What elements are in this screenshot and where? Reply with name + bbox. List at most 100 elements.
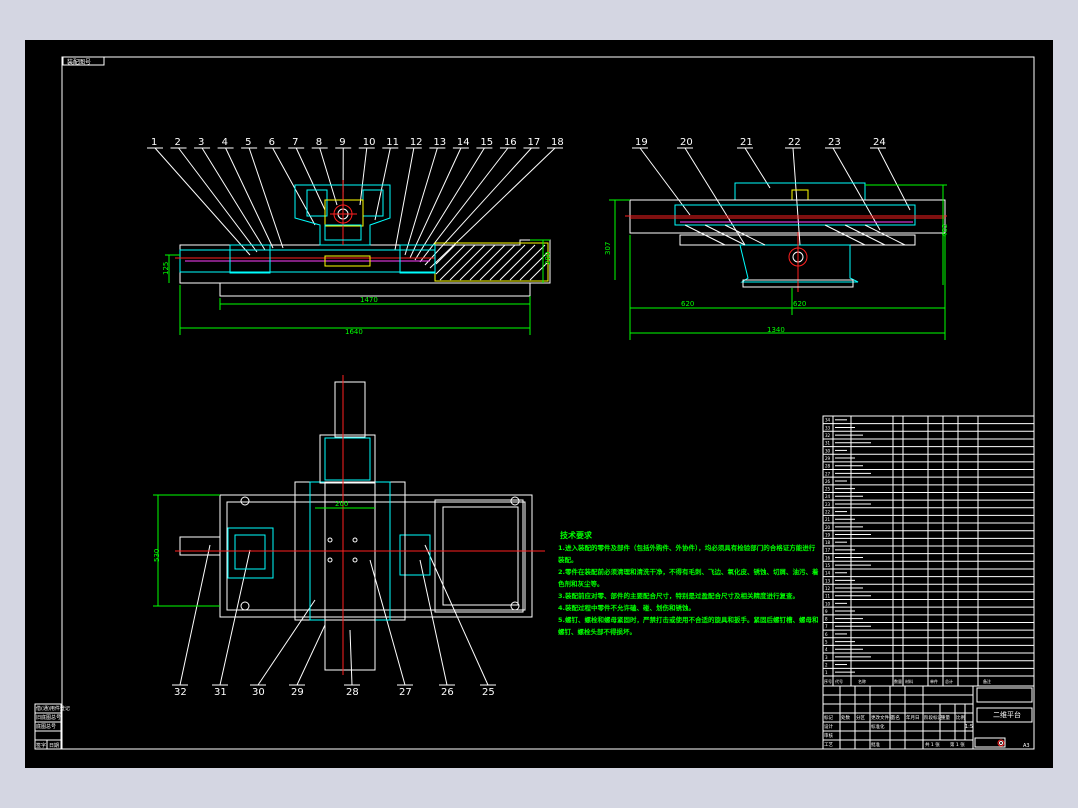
callout-label: 19 bbox=[635, 137, 648, 148]
drawing-sheet: 装配图号 借(通)用件登记 旧底图总号 底图总号 签字 日期 bbox=[25, 40, 1053, 768]
parts-row-number: 26 bbox=[825, 479, 831, 484]
parts-header: 单件 bbox=[930, 678, 938, 684]
callout-label: 25 bbox=[482, 687, 495, 698]
callout-label: 2 bbox=[175, 137, 181, 148]
parts-row-number: 6 bbox=[825, 632, 828, 637]
callout-label: 10 bbox=[363, 137, 376, 148]
title-block-label: 分区 bbox=[856, 714, 865, 721]
callout-label: 24 bbox=[873, 137, 886, 148]
callout-label: 23 bbox=[828, 137, 841, 148]
callout-label: 18 bbox=[551, 137, 564, 148]
title-block-label: 更改文件号 bbox=[871, 714, 894, 721]
parts-row-number: 7 bbox=[825, 624, 828, 629]
svg-text:1340: 1340 bbox=[767, 326, 785, 334]
callout-label: 28 bbox=[346, 687, 359, 698]
parts-row-number: 15 bbox=[825, 563, 831, 568]
technical-requirements: 技术要求 1.进入装配的零件及部件（包括外购件、外协件），均必须具有检验部门的合… bbox=[558, 530, 819, 636]
parts-row-number: 10 bbox=[825, 601, 831, 606]
title-block-label: 标记 bbox=[824, 714, 833, 721]
title-block: 二维平台 标记处数分区更改文件号签名年月日设计标准化阶段标记重量比例审核工艺批准… bbox=[822, 685, 1035, 750]
parts-row-number: 21 bbox=[825, 517, 831, 522]
parts-row-number: 13 bbox=[825, 578, 831, 583]
svg-text:200: 200 bbox=[544, 252, 552, 265]
callout-label: 4 bbox=[222, 137, 228, 148]
svg-text:A3: A3 bbox=[1023, 743, 1030, 749]
title-block-label: 设计 bbox=[824, 723, 833, 730]
parts-row-number: 19 bbox=[825, 532, 831, 537]
svg-text:日期: 日期 bbox=[49, 743, 59, 749]
svg-text:二维平台: 二维平台 bbox=[993, 710, 1021, 719]
title-block-label: 签名 bbox=[891, 714, 900, 721]
parts-row-number: 16 bbox=[825, 555, 831, 560]
title-block-label: 标准化 bbox=[871, 723, 885, 730]
svg-text:1470: 1470 bbox=[360, 296, 378, 304]
parts-row-number: 5 bbox=[825, 640, 828, 645]
title-block-label: 处数 bbox=[841, 714, 850, 721]
parts-row-number: 25 bbox=[825, 487, 831, 492]
parts-row-number: 30 bbox=[825, 448, 831, 453]
svg-text:底图总号: 底图总号 bbox=[36, 723, 56, 730]
title-block-label: 共 1 张 bbox=[925, 741, 940, 748]
svg-text:530: 530 bbox=[153, 549, 161, 562]
parts-row-number: 17 bbox=[825, 548, 831, 553]
title-block-label: 年月日 bbox=[906, 714, 920, 721]
callout-label: 16 bbox=[504, 137, 517, 148]
callout-label: 7 bbox=[292, 137, 298, 148]
callout-label: 29 bbox=[291, 687, 304, 698]
svg-text:307: 307 bbox=[604, 242, 612, 255]
svg-text:620: 620 bbox=[681, 300, 694, 308]
callout-label: 12 bbox=[410, 137, 423, 148]
tech-note: 1.进入装配的零件及部件（包括外购件、外协件），均必须具有检验部门的合格证方能进… bbox=[558, 544, 816, 564]
parts-row-number: 1 bbox=[825, 670, 828, 675]
parts-row-number: 20 bbox=[825, 525, 831, 530]
title-block-label: 第 1 张 bbox=[950, 741, 965, 748]
tech-note: 4.装配过程中零件不允许磕、碰、划伤和锈蚀。 bbox=[558, 604, 695, 612]
parts-row-number: 33 bbox=[825, 425, 831, 430]
parts-row-number: 18 bbox=[825, 540, 831, 545]
corner-tag: 装配图号 bbox=[67, 58, 91, 66]
parts-header: 备注 bbox=[983, 678, 991, 684]
parts-row-number: 27 bbox=[825, 471, 831, 476]
parts-row-number: 29 bbox=[825, 456, 831, 461]
callout-label: 21 bbox=[740, 137, 753, 148]
title-block-label: 阶段标记 bbox=[924, 714, 942, 721]
callout-label: 1 bbox=[151, 137, 157, 148]
callout-label: 14 bbox=[457, 137, 470, 148]
title-block-label: 审核 bbox=[824, 732, 833, 739]
svg-text:125: 125 bbox=[162, 262, 170, 275]
callout-label: 3 bbox=[198, 137, 204, 148]
parts-row-number: 14 bbox=[825, 571, 831, 576]
parts-row-number: 34 bbox=[825, 418, 831, 423]
svg-text:技术要求: 技术要求 bbox=[560, 530, 593, 540]
callout-label: 17 bbox=[527, 137, 540, 148]
parts-row-number: 3 bbox=[825, 655, 828, 660]
callout-label: 20 bbox=[680, 137, 693, 148]
callout-label: 22 bbox=[788, 137, 801, 148]
title-block-label: 比例 bbox=[956, 714, 965, 721]
tech-note: 3.装配前应对零、部件的主要配合尺寸，特别是过盈配合尺寸及相关精度进行复查。 bbox=[558, 592, 799, 600]
parts-row-number: 28 bbox=[825, 464, 831, 469]
parts-row-number: 22 bbox=[825, 510, 831, 515]
callout-label: 32 bbox=[174, 687, 187, 698]
callout-label: 31 bbox=[214, 687, 227, 698]
parts-row-number: 8 bbox=[825, 617, 828, 622]
parts-row-number: 31 bbox=[825, 441, 831, 446]
svg-text:签字: 签字 bbox=[36, 742, 46, 749]
drawing-frame bbox=[61, 56, 1035, 750]
tech-note: 2.零件在装配前必须清理和清洗干净，不得有毛刺、飞边、氧化皮、锈蚀、切屑、油污、… bbox=[558, 568, 819, 588]
parts-row-number: 32 bbox=[825, 433, 831, 438]
svg-text:620: 620 bbox=[793, 300, 806, 308]
parts-row-number: 4 bbox=[825, 647, 828, 652]
left-binding-strip: 借(通)用件登记 旧底图总号 底图总号 签字 日期 bbox=[34, 703, 70, 750]
callout-label: 30 bbox=[252, 687, 265, 698]
parts-row-number: 2 bbox=[825, 662, 828, 667]
parts-header: 代号 bbox=[835, 678, 843, 684]
title-block-label: 重量 bbox=[941, 714, 950, 721]
parts-row-number: 11 bbox=[825, 594, 831, 599]
parts-header: 总计 bbox=[945, 678, 953, 684]
callout-label: 11 bbox=[386, 137, 399, 148]
title-block-label: 批准 bbox=[871, 741, 880, 748]
parts-list: 3433323130292827262524232221201918171615… bbox=[822, 415, 1035, 687]
